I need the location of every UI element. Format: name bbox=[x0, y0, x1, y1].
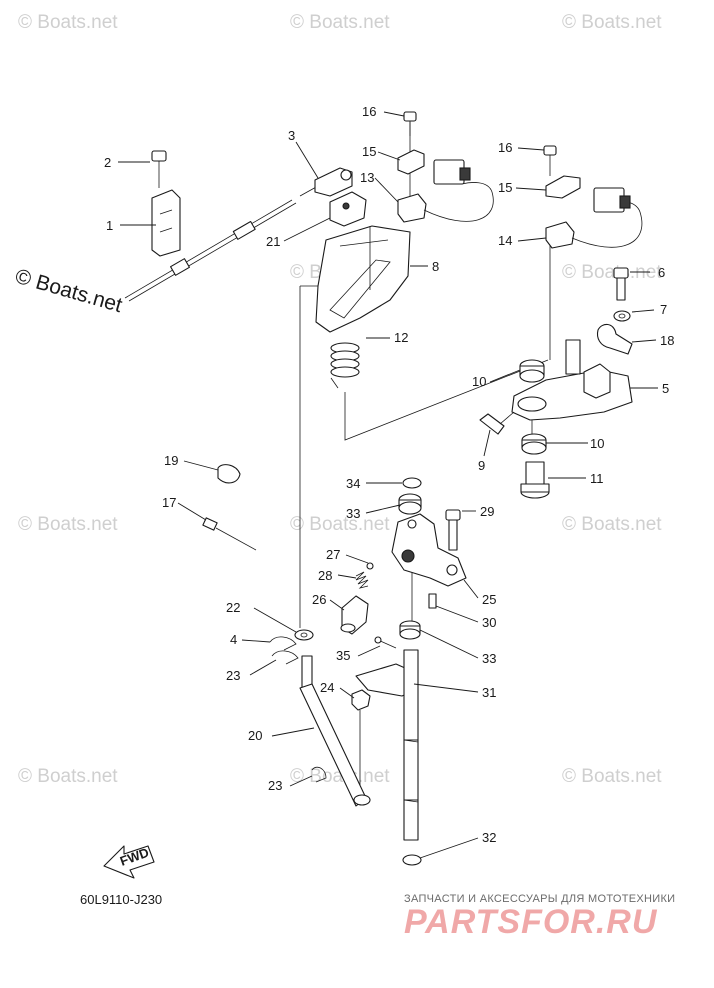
callout-number: 31 bbox=[482, 685, 496, 700]
callout-number: 6 bbox=[658, 265, 665, 280]
shift-lever-part bbox=[391, 513, 467, 587]
nut-part bbox=[351, 689, 371, 792]
washer-part bbox=[613, 310, 631, 322]
callout-number: 11 bbox=[590, 471, 604, 486]
callout-number: 29 bbox=[480, 504, 494, 519]
callout-number: 16 bbox=[498, 140, 512, 155]
watermark: © Boats.net bbox=[18, 12, 118, 33]
lever-plate-part bbox=[511, 339, 633, 421]
callout-number: 15 bbox=[498, 180, 512, 195]
callout-number: 14 bbox=[498, 233, 512, 248]
callout-number: 15 bbox=[362, 144, 376, 159]
clamp-part bbox=[596, 323, 633, 355]
callout-number: 7 bbox=[660, 302, 667, 317]
plate-part bbox=[397, 149, 581, 199]
callout-number: 23 bbox=[268, 778, 282, 793]
callout-number: 13 bbox=[360, 170, 374, 185]
o-ring-part bbox=[402, 854, 422, 866]
brand-subtitle: ЗАПЧАСТИ И АКСЕССУАРЫ ДЛЯ МОТОТЕХНИКИ bbox=[404, 893, 676, 905]
bolt-part bbox=[151, 150, 167, 188]
clip-part bbox=[269, 636, 327, 783]
clip-part bbox=[217, 464, 241, 484]
callout-number: 28 bbox=[318, 568, 332, 583]
callout-number: 25 bbox=[482, 592, 496, 607]
callout-number: 17 bbox=[162, 495, 176, 510]
throttle-cam-part bbox=[315, 225, 411, 333]
callout-number: 10 bbox=[590, 436, 604, 451]
callout-number: 22 bbox=[226, 600, 240, 615]
watermark: © Boats.net bbox=[13, 265, 125, 317]
sensor-part bbox=[545, 187, 643, 249]
watermark: © Boats.net bbox=[290, 12, 390, 33]
watermark: © Boats.net bbox=[290, 514, 390, 535]
fwd-arrow-icon: FWD bbox=[103, 845, 155, 879]
callout-number: 24 bbox=[320, 680, 334, 695]
callout-number: 5 bbox=[662, 381, 669, 396]
assembly-lines bbox=[299, 122, 551, 628]
cotter-pin-part bbox=[374, 636, 397, 649]
callout-number: 21 bbox=[266, 234, 280, 249]
watermark: © Boats.net bbox=[290, 766, 390, 787]
callout-number: 1 bbox=[106, 218, 113, 233]
callout-labels: 2 1 3 21 16 15 13 8 12 16 15 14 6 7 18 5… bbox=[104, 104, 674, 845]
detent-part bbox=[340, 562, 374, 635]
pin-part bbox=[428, 593, 437, 609]
watermark: © Boats.net bbox=[562, 514, 662, 535]
callout-number: 9 bbox=[478, 458, 485, 473]
callout-number: 3 bbox=[288, 128, 295, 143]
callout-number: 33 bbox=[482, 651, 496, 666]
callout-number: 12 bbox=[394, 330, 408, 345]
link-part bbox=[329, 191, 367, 227]
callout-number: 30 bbox=[482, 615, 496, 630]
callout-number: 26 bbox=[312, 592, 326, 607]
callout-number: 16 bbox=[362, 104, 376, 119]
callout-number: 20 bbox=[248, 728, 262, 743]
shift-shaft-part bbox=[355, 649, 419, 841]
sensor-part bbox=[397, 159, 494, 223]
leader-lines bbox=[118, 111, 658, 859]
callout-number: 18 bbox=[660, 333, 674, 348]
watermark: © Boats.net bbox=[562, 12, 662, 33]
pin-part bbox=[520, 461, 550, 499]
bracket-part bbox=[151, 189, 181, 257]
watermark: © Boats.net bbox=[18, 766, 118, 787]
callout-number: 35 bbox=[336, 648, 350, 663]
bolt-part bbox=[613, 267, 629, 301]
shift-rod-part bbox=[299, 655, 371, 807]
callout-number: 23 bbox=[226, 668, 240, 683]
washer-part bbox=[398, 477, 422, 515]
watermarks: © Boats.net © Boats.net © Boats.net © Bo… bbox=[13, 12, 663, 787]
callout-number: 2 bbox=[104, 155, 111, 170]
callout-number: 4 bbox=[230, 632, 237, 647]
spring-part bbox=[330, 342, 360, 389]
callout-number: 32 bbox=[482, 830, 496, 845]
link-rod-part bbox=[479, 411, 515, 435]
screw-part bbox=[403, 111, 557, 176]
washer-part bbox=[294, 629, 314, 641]
watermark: © Boats.net bbox=[18, 514, 118, 535]
callout-number: 34 bbox=[346, 476, 360, 491]
watermark: © Boats.net bbox=[562, 262, 662, 283]
callout-number: 19 bbox=[164, 453, 178, 468]
collar-part bbox=[399, 620, 421, 640]
callout-number: 10 bbox=[472, 374, 486, 389]
callout-number: 8 bbox=[432, 259, 439, 274]
callout-number: 27 bbox=[326, 547, 340, 562]
watermark: © Boats.net bbox=[562, 766, 662, 787]
callout-number: 33 bbox=[346, 506, 360, 521]
brand-logo[interactable]: PARTSFOR.RU bbox=[404, 903, 658, 941]
cable-joint-part bbox=[314, 167, 353, 197]
diagram-code: 60L9110-J230 bbox=[80, 892, 162, 907]
bolt-part bbox=[445, 509, 461, 551]
cable-tie-part bbox=[202, 517, 257, 551]
collar-part bbox=[519, 359, 547, 455]
